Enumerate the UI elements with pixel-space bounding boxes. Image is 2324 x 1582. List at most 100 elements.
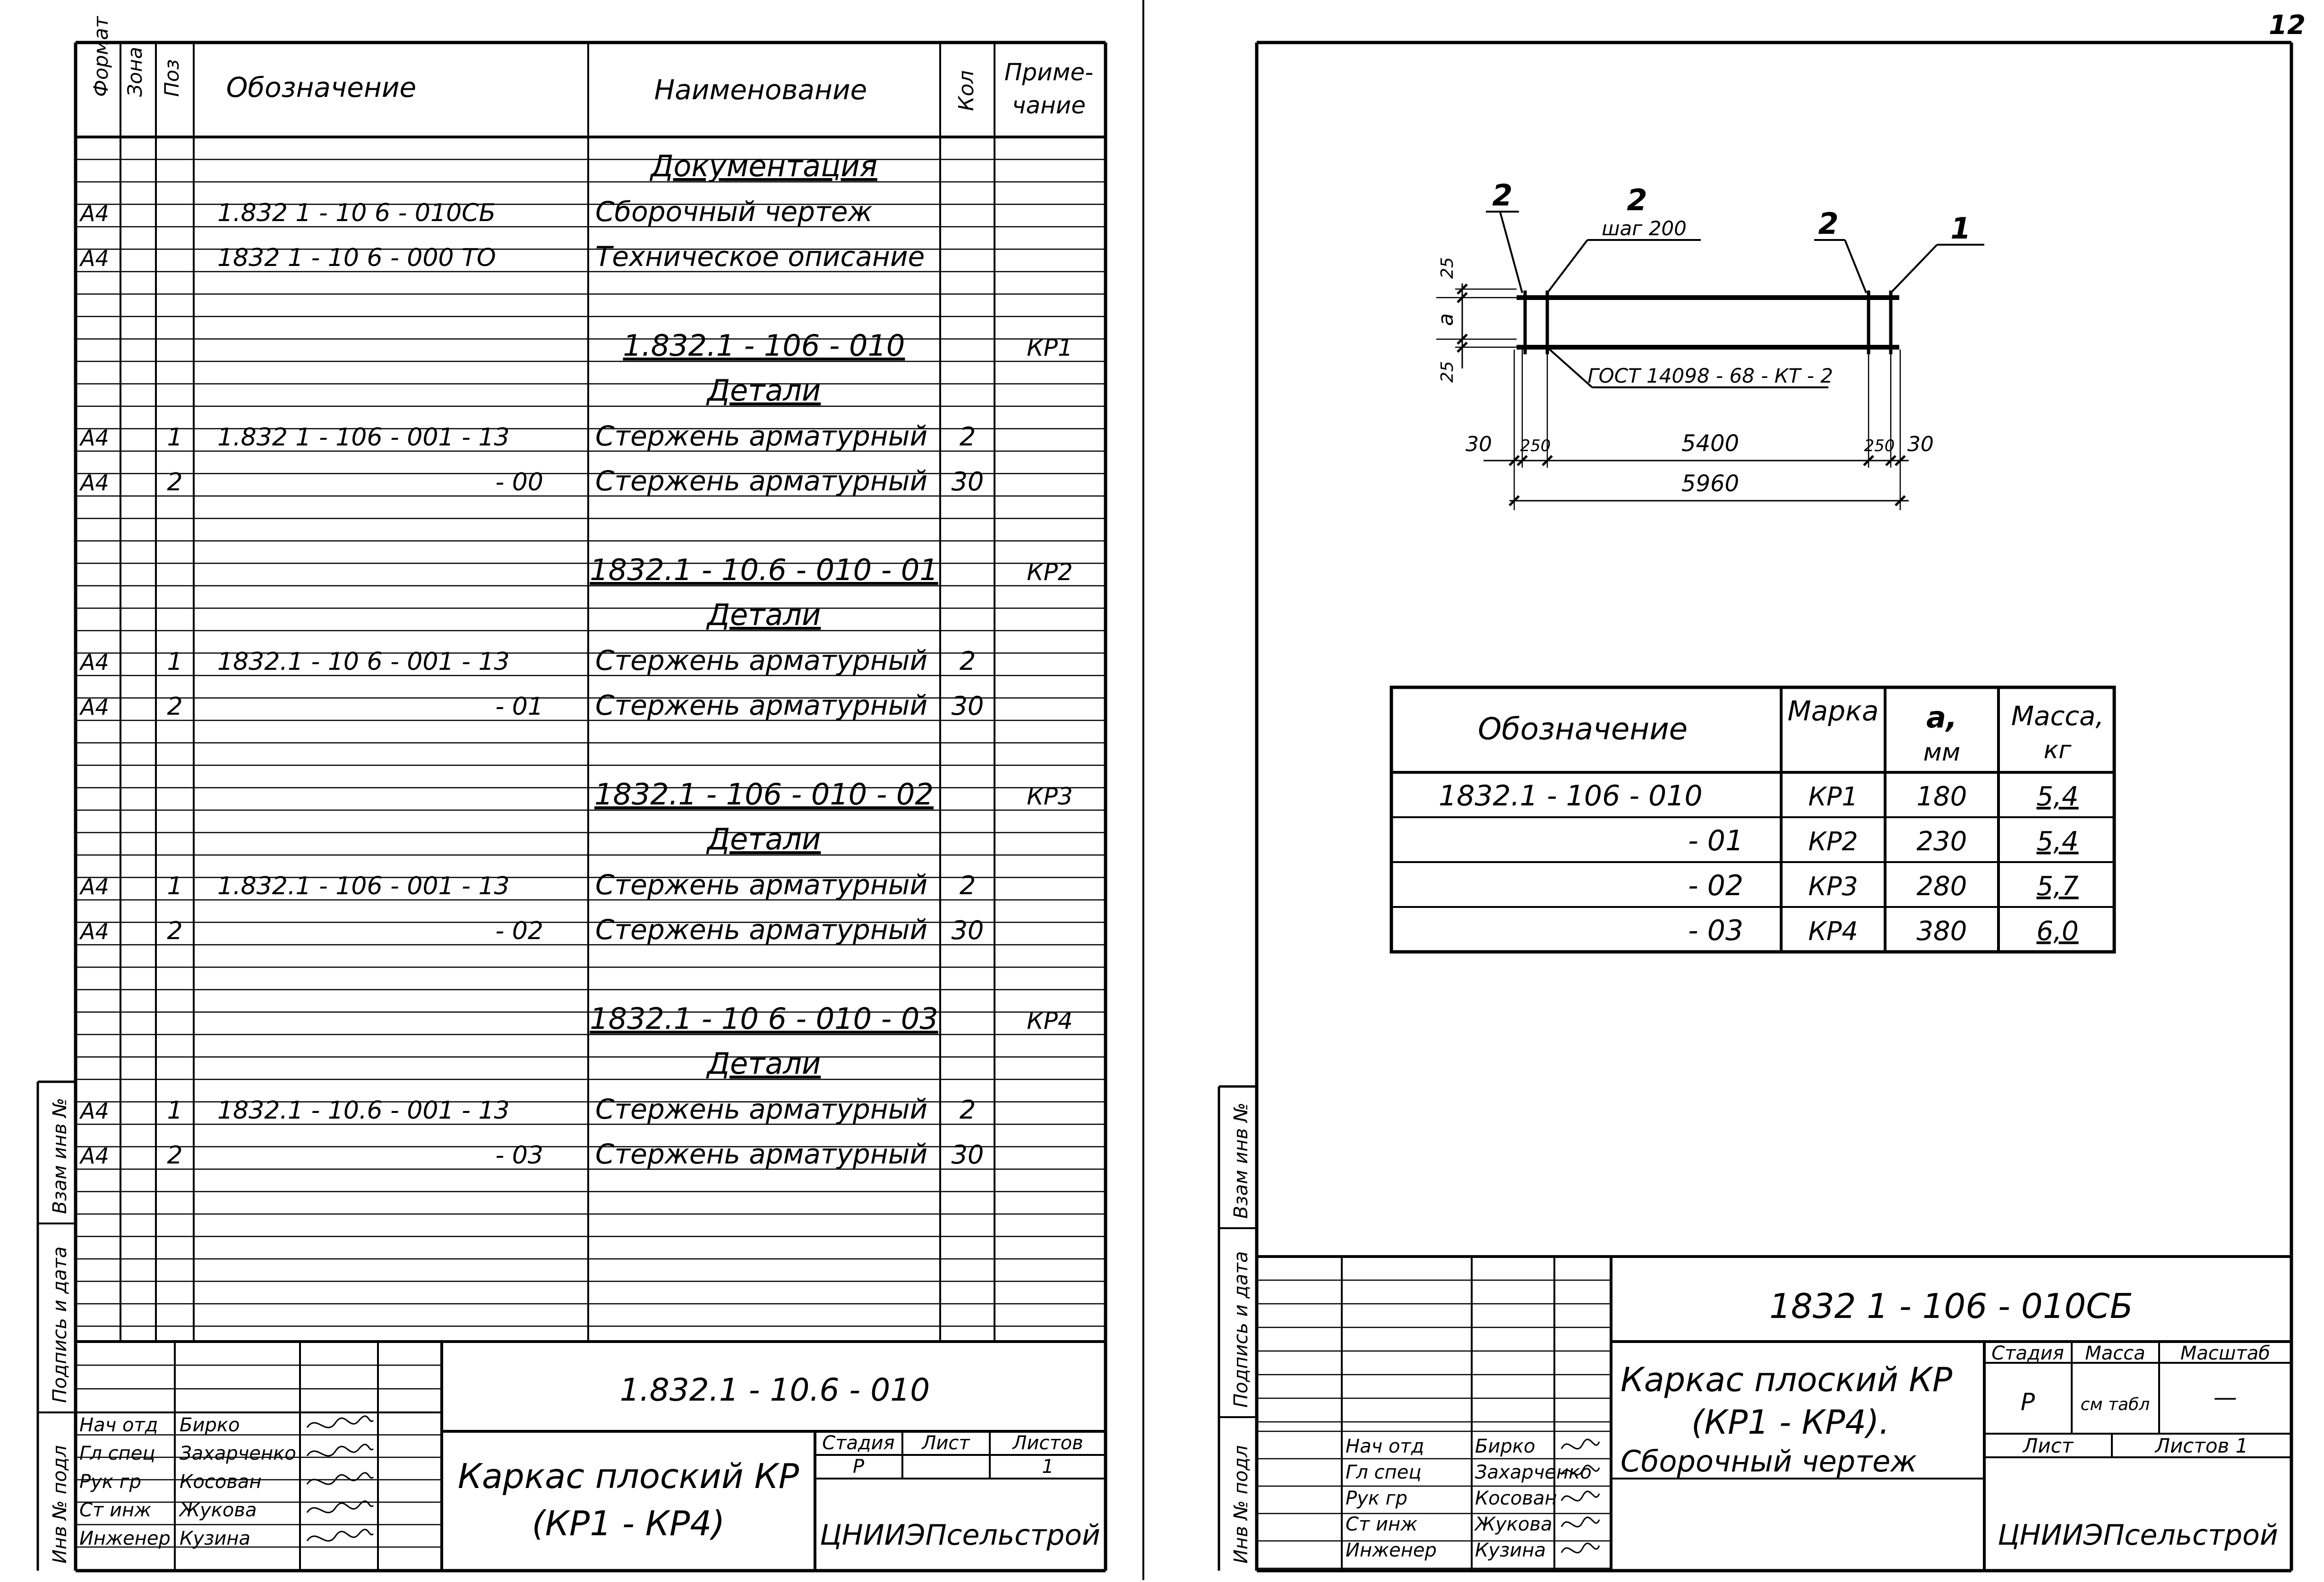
cell-name: Техническое описание — [595, 240, 925, 273]
cell-designation: 1832.1 - 10 6 - 001 - 13 — [217, 648, 510, 676]
cell-mark: КР2 — [1808, 827, 1858, 856]
cell-name: Детали — [706, 373, 821, 408]
cell-pos: 1 — [167, 648, 182, 676]
side-stamp-left: Инв № подл Подпись и дата Взам инв № — [49, 1098, 71, 1564]
cell-name: Стержень арматурный — [595, 644, 927, 676]
drawing-labels: 2 2 шаг 200 2 1 ГОСТ 14098 - 68 - КТ - 2… — [1434, 178, 1971, 497]
cell-designation: - 01 — [496, 693, 543, 721]
cell-name: Детали — [706, 822, 821, 856]
cell-format: А4 — [79, 246, 109, 271]
cell-mark: КР1 — [1808, 782, 1858, 812]
signer-role: Гл спец — [1346, 1462, 1422, 1483]
dim-a: a — [1434, 313, 1458, 326]
header-zone: Зона — [123, 47, 146, 97]
signer-role: Гл спец — [79, 1443, 155, 1464]
cell-mass: 5,4 — [2036, 826, 2078, 857]
tb-stage-label: Стадия — [822, 1432, 894, 1454]
th-designation: Обозначение — [1478, 712, 1688, 747]
cell-note: КР1 — [1027, 334, 1072, 361]
cell-format: А4 — [79, 1143, 109, 1169]
cell-qty: 2 — [960, 871, 976, 900]
cell-designation: 1832.1 - 106 - 010 — [1439, 779, 1703, 812]
cell-name: Стержень арматурный — [595, 869, 927, 901]
cell-format: А4 — [79, 919, 109, 944]
table-row: Детали — [706, 822, 821, 856]
tb-scale-label: Масштаб — [2180, 1343, 2270, 1364]
cell-pos: 1 — [167, 872, 182, 900]
marks-table: Обозначение Марка a, мм Масса, кг 1832.1… — [1439, 695, 2104, 947]
header-note-1: Приме- — [1004, 59, 1093, 86]
cell-name: Стержень арматурный — [595, 1138, 927, 1170]
stamp-inv-podl: Инв № подл — [49, 1445, 71, 1564]
header-qty: Кол — [954, 70, 978, 111]
cell-name: 1832.1 - 10.6 - 010 - 01 — [590, 553, 938, 587]
dim-5400: 5400 — [1681, 430, 1739, 457]
cell-qty: 30 — [952, 467, 984, 496]
table-row: Документация — [649, 149, 877, 183]
signature-scribble — [306, 1472, 374, 1485]
signer-role: Ст инж — [79, 1499, 151, 1521]
tb-sheets: 1 — [1042, 1456, 1054, 1478]
tb-title-1: Каркас плоский КР — [1621, 1360, 1953, 1399]
cell-format: А4 — [79, 874, 109, 899]
dim-30-right: 30 — [1907, 432, 1934, 456]
signer-name: Кузина — [180, 1528, 250, 1549]
signer-name: Захарченко — [180, 1443, 296, 1464]
callout-pos-2-left: 2 — [1492, 178, 1512, 213]
header-note-2: чание — [1012, 92, 1086, 119]
cell-note: КР4 — [1027, 1007, 1072, 1035]
cell-name: 1.832.1 - 106 - 010 — [623, 328, 905, 363]
tb-title-3: Сборочный чертеж — [1621, 1444, 1917, 1479]
cell-mark: КР3 — [1808, 872, 1858, 901]
cell-mass: 5,4 — [2036, 781, 2078, 812]
cell-pos: 2 — [167, 693, 182, 721]
header-designation: Обозначение — [226, 71, 416, 103]
tb-stage-label: Стадия — [1991, 1343, 2064, 1364]
cell-pos: 1 — [167, 1096, 182, 1125]
th-mass: Масса, — [2011, 701, 2104, 732]
callout-pos-2-right: 2 — [1818, 206, 1838, 241]
signer-name: Кузина — [1475, 1539, 1546, 1561]
signer-name: Жукова — [1474, 1514, 1552, 1535]
cell-qty: 2 — [960, 1095, 976, 1125]
cell-qty: 30 — [952, 691, 984, 721]
table-row: 1.832.1 - 106 - 010 КР1 — [623, 328, 1073, 363]
tb-mass: см табл — [2081, 1395, 2150, 1414]
signer-role: Нач отд — [79, 1414, 158, 1436]
tb-title-2: (КР1 - КР4) — [532, 1504, 725, 1543]
callout-pos-1: 1 — [1950, 211, 1971, 246]
cell-name: Детали — [706, 1046, 821, 1081]
th-mass-unit: кг — [2044, 736, 2072, 764]
cell-mass: 5,7 — [2036, 871, 2078, 902]
tb-sheet-label: Лист — [2022, 1434, 2074, 1457]
cell-name: Документация — [649, 149, 877, 183]
cell-name: Стержень арматурный — [595, 465, 927, 497]
dim-bottom-25: 25 — [1438, 361, 1457, 383]
cell-format: А4 — [79, 470, 109, 496]
cell-designation: 1832 1 - 10 6 - 000 ТО — [217, 244, 496, 272]
weld-label: ГОСТ 14098 - 68 - КТ - 2 — [1587, 364, 1833, 387]
signer-name: Косован — [1475, 1488, 1557, 1509]
signer-role: Нач отд — [1346, 1436, 1424, 1457]
side-stamp-right: Инв № подл Подпись и дата Взам инв № — [1230, 1103, 1252, 1564]
cell-a: 180 — [1917, 781, 1967, 812]
signature-scribble — [306, 1444, 374, 1457]
dim-250-right: 250 — [1864, 436, 1895, 455]
cell-pos: 2 — [167, 1141, 182, 1170]
cell-name: Стержень арматурный — [595, 1093, 927, 1125]
signature-scribble — [1561, 1542, 1600, 1554]
cell-pos: 2 — [167, 917, 182, 945]
stamp-replaced-inv: Взам инв № — [1230, 1103, 1252, 1219]
signature-scribble — [1561, 1464, 1600, 1476]
stamp-inv-podl: Инв № подл — [1230, 1445, 1252, 1564]
cell-designation: 1.832 1 - 106 - 001 - 13 — [217, 423, 510, 452]
